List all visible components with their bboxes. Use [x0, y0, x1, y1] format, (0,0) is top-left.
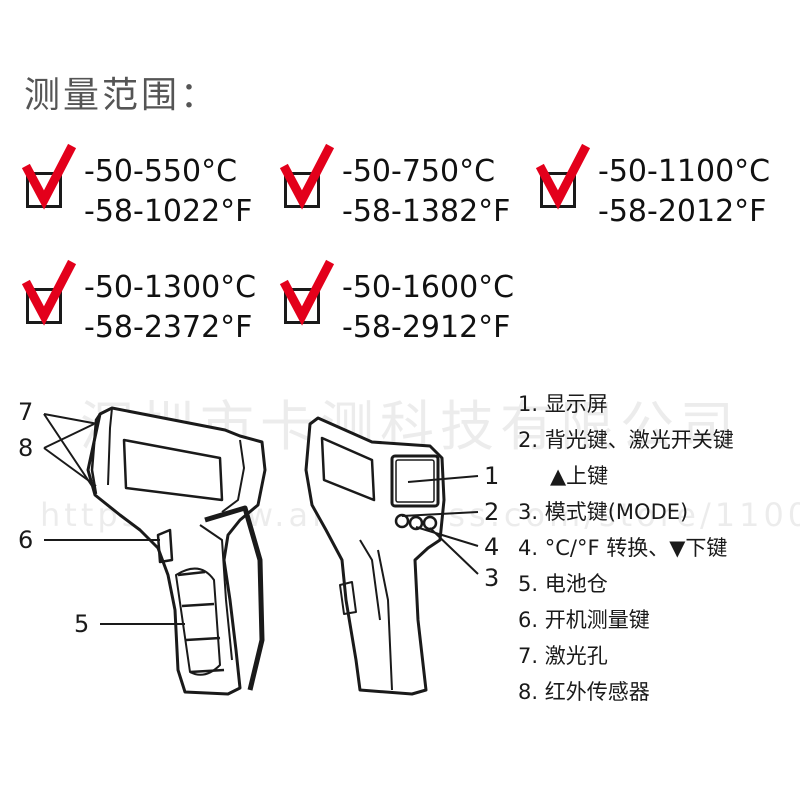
celsius-range: -50-1100°C	[598, 154, 771, 189]
range-option-4[interactable]: -50-1300°C -58-2372°F	[21, 259, 272, 366]
fahrenheit-range: -58-2912°F	[342, 310, 511, 345]
legend-item: 6. 开机测量键	[518, 608, 650, 632]
legend-item: 1. 显示屏	[518, 392, 608, 416]
fahrenheit-range: -58-2372°F	[84, 310, 253, 345]
callout-4: 4	[484, 533, 500, 561]
callout-lines-left	[43, 413, 185, 625]
check-mark-icon	[21, 143, 77, 210]
callout-7: 7	[18, 398, 34, 426]
side-view-thermometer	[86, 406, 267, 696]
legend-item: 3. 模式键(MODE)	[518, 500, 689, 524]
callout-5: 5	[74, 610, 90, 638]
check-mark-icon	[279, 143, 335, 210]
legend-item: 4. °C/°F 转换、▼下键	[518, 536, 728, 560]
legend-item: 5. 电池仓	[518, 572, 608, 596]
legend-item: ▲上键	[550, 464, 609, 488]
front-view-thermometer	[304, 416, 446, 696]
range-option-1[interactable]: -50-550°C -58-1022°F	[21, 143, 272, 250]
celsius-range: -50-550°C	[84, 154, 238, 189]
callout-2: 2	[484, 498, 500, 526]
check-mark-icon	[279, 259, 335, 326]
fahrenheit-range: -58-2012°F	[598, 194, 767, 229]
callout-1: 1	[484, 462, 500, 490]
range-option-2[interactable]: -50-750°C -58-1382°F	[279, 143, 530, 250]
legend-item: 2. 背光键、激光开关键	[518, 428, 734, 452]
legend-item: 8. 红外传感器	[518, 680, 650, 704]
celsius-range: -50-1600°C	[342, 270, 515, 305]
callout-3: 3	[484, 564, 500, 592]
legend-item: 7. 激光孔	[518, 644, 608, 668]
celsius-range: -50-750°C	[342, 154, 496, 189]
fahrenheit-range: -58-1022°F	[84, 194, 253, 229]
callout-lines-right	[401, 475, 479, 575]
range-option-3[interactable]: -50-1100°C -58-2012°F	[535, 143, 786, 250]
range-option-5[interactable]: -50-1600°C -58-2912°F	[279, 259, 530, 366]
check-mark-icon	[21, 259, 77, 326]
callout-6: 6	[18, 526, 34, 554]
thermometer-diagram	[43, 406, 479, 696]
check-mark-icon	[535, 143, 591, 210]
page-title: 测量范围：	[24, 75, 220, 116]
callout-8: 8	[18, 434, 34, 462]
celsius-range: -50-1300°C	[84, 270, 257, 305]
fahrenheit-range: -58-1382°F	[342, 194, 511, 229]
